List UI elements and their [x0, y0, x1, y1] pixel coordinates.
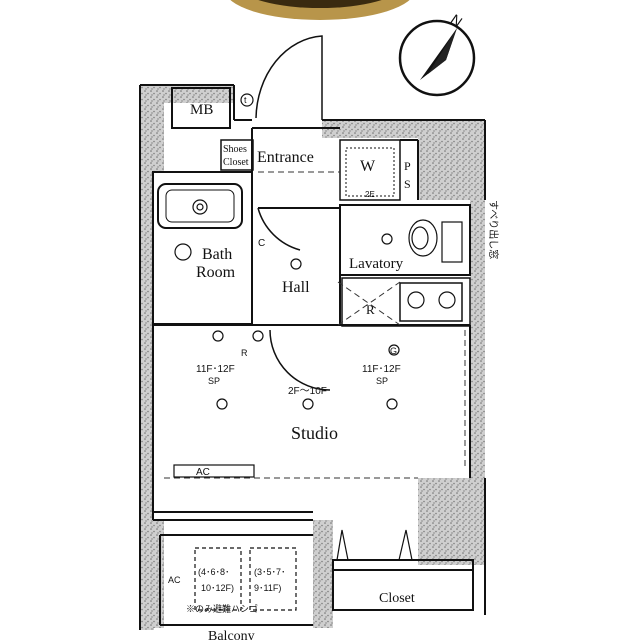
bath-label-1: Bath: [202, 246, 232, 263]
fixtures: [173, 93, 463, 561]
floors-mid-label: 2F～10F: [288, 386, 327, 397]
ps-label-p: P: [404, 159, 411, 173]
outer-walls: [140, 85, 485, 630]
studio-label: Studio: [291, 423, 338, 443]
ps-label-s: S: [404, 177, 411, 191]
balcony-left-note-1: (4･6･8･: [198, 567, 230, 577]
entrance-label: Entrance: [257, 149, 314, 166]
sp-label-right: SP: [376, 376, 388, 386]
r-small-label: R: [366, 302, 375, 317]
ladder-note: ※のみ避難ハシゴ: [186, 603, 258, 614]
floors-right-label: 11F･12F: [362, 364, 401, 375]
closet-label: Closet: [379, 591, 415, 606]
window-note: すべり出し窓: [487, 200, 500, 259]
r-label: R: [241, 348, 248, 358]
walls: [139, 84, 486, 630]
floors-left-label: 11F･12F: [196, 364, 235, 375]
g-label: G: [390, 346, 397, 356]
balcony-right-note-1: (3･5･7･: [254, 567, 286, 577]
ac-label: AC: [196, 467, 210, 478]
emblem-logo: [230, 0, 410, 20]
w-label: W: [360, 158, 376, 175]
door-swings: [255, 35, 331, 391]
north-label: N: [448, 11, 465, 30]
sp-label-left: SP: [208, 376, 220, 386]
shoes-closet-label-2: Closet: [223, 157, 249, 168]
mb-label: MB: [190, 102, 213, 118]
bath-label-2: Room: [196, 264, 236, 281]
c-label: C: [258, 238, 265, 249]
t-label: t: [244, 95, 247, 105]
two-e-label: 2E: [365, 190, 375, 199]
north-compass: N: [398, 11, 476, 97]
dashed-lines: [164, 171, 466, 479]
lavatory-label: Lavatory: [349, 256, 404, 272]
ac-small-label: AC: [168, 575, 181, 585]
balcony-label: Balcony: [208, 629, 255, 640]
hall-label: Hall: [282, 279, 310, 296]
shoes-closet-label-1: Shoes: [223, 144, 247, 155]
balcony-left-note-2: 10･12F): [201, 583, 234, 593]
balcony-right-note-2: 9･11F): [254, 583, 281, 593]
